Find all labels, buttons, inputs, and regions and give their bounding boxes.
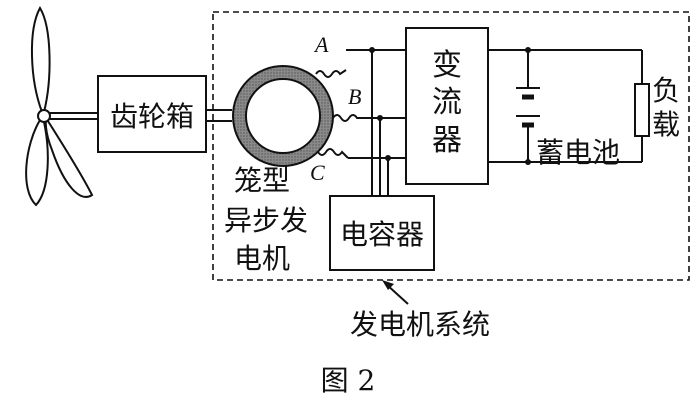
turbine-hub	[37, 109, 51, 123]
junction-dot	[369, 47, 375, 53]
phase-c-coil	[317, 148, 349, 159]
squirrel-cage-generator	[232, 65, 334, 167]
generator-system-boundary	[212, 11, 690, 281]
generator-label-3: 电机	[234, 242, 290, 275]
converter-label-3: 器	[432, 123, 462, 158]
phase-label-b: B	[348, 84, 361, 109]
capacitor-box	[329, 195, 435, 271]
battery-symbol	[516, 50, 540, 162]
wind-turbine	[25, 5, 94, 207]
capacitor-label: 电容器	[340, 218, 424, 251]
gearbox-box	[97, 75, 207, 153]
generator-inner-ring	[245, 78, 321, 154]
junction-dot	[385, 155, 391, 161]
junction-dot	[377, 115, 383, 121]
turbine-blade-top	[30, 5, 51, 113]
converter-label-1: 变	[432, 48, 462, 83]
system-label: 发电机系统	[350, 308, 490, 341]
generator-label-2: 异步发	[224, 204, 308, 237]
turbine-blade-lower-right	[44, 115, 94, 198]
phase-label-c: C	[310, 160, 325, 185]
turbine-blade-lower-left	[25, 118, 49, 207]
generator-label-1: 笼型	[234, 164, 290, 197]
load-resistor	[634, 83, 650, 137]
phase-b-coil	[332, 114, 365, 122]
figure-caption: 图 2	[321, 364, 376, 397]
converter-box	[405, 27, 489, 185]
converter-label-2: 流	[432, 85, 462, 120]
phase-a-coil	[315, 69, 347, 78]
load-label-1: 负	[652, 74, 680, 107]
system-pointer-arrowhead	[382, 280, 394, 290]
battery-label: 蓄电池	[536, 136, 620, 169]
phase-label-a: A	[313, 32, 329, 57]
load-label-2: 载	[652, 108, 680, 141]
gearbox-label: 齿轮箱	[110, 100, 194, 133]
